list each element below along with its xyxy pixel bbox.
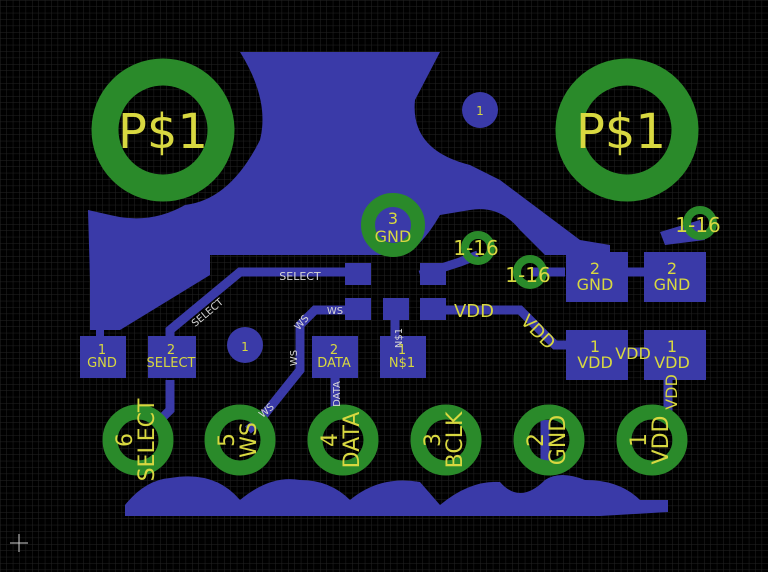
smd-pad-6-num: 2	[667, 259, 677, 278]
smd-pad-6[interactable]	[644, 252, 706, 302]
header-pin-5-ring[interactable]	[204, 404, 276, 476]
small-via-left-label: 1	[241, 340, 249, 354]
header-pin-1-net: VDD	[649, 416, 674, 465]
small-via-left[interactable]	[227, 327, 263, 363]
smd-pad-8-net: VDD	[654, 353, 690, 372]
small-via-top[interactable]	[462, 92, 498, 128]
smd-pad-5-num: 2	[590, 259, 600, 278]
header-pin-2-num: 2	[524, 433, 549, 447]
mount-hole-right-ring[interactable]	[555, 58, 699, 202]
smd-pad-1-net: GND	[87, 356, 117, 371]
header-pin-2-net: GND	[546, 415, 571, 465]
smd-pad-1-num: 1	[98, 343, 106, 358]
header-pin-1-ring[interactable]	[616, 404, 688, 476]
gnd-via-ring[interactable]	[361, 193, 425, 257]
trace-label-vdd-h: VDD	[454, 301, 494, 322]
trace-label-n1-vert: N$1	[394, 328, 405, 348]
mount-hole-left-ring[interactable]	[91, 58, 235, 202]
header-pin-1-num: 1	[627, 433, 652, 447]
header-pin-4-ring[interactable]	[307, 404, 379, 476]
smd-pad-2-net: SELECT	[147, 356, 196, 371]
smd-pad-5[interactable]	[566, 252, 628, 302]
smd-pad-6-net: GND	[654, 275, 691, 294]
via-ring-2[interactable]	[513, 255, 547, 289]
smd-pad-3-net: DATA	[317, 356, 351, 371]
smd-pad-8[interactable]	[644, 330, 706, 380]
trace-label-ws-top: WS	[327, 306, 343, 317]
smd-pad-7[interactable]	[566, 330, 628, 380]
header-pin-5-num: 5	[215, 433, 240, 447]
header-pin-6-ring[interactable]	[102, 404, 174, 476]
smd-pad-1[interactable]	[80, 336, 126, 378]
mount-hole-left-label: P$1	[118, 104, 208, 160]
small-via-top-label: 1	[476, 104, 484, 118]
header-pin-6-net: SELECT	[135, 398, 160, 481]
smd-pad-7-num: 1	[590, 337, 600, 356]
gnd-via-num: 3	[388, 209, 398, 228]
via-label-3: 1-16	[675, 213, 720, 237]
header-pin-6-num: 6	[113, 433, 138, 447]
header-pin-3-net: BCLK	[443, 411, 468, 468]
mount-hole-right-label: P$1	[576, 104, 666, 160]
smd-pad-7-net: VDD	[577, 353, 613, 372]
via-ring-3[interactable]	[683, 206, 717, 240]
via-label-2: 1-16	[505, 263, 550, 287]
smd-pad-2-num: 2	[167, 343, 175, 358]
trace-label-vdd-vert: VDD	[662, 374, 681, 410]
header-pin-3-ring[interactable]	[410, 404, 482, 476]
trace-label-vdd-mid: VDD	[615, 344, 651, 363]
header-pin-4-net: DATA	[340, 412, 365, 469]
trace-label-data-vert: DATA	[332, 381, 343, 407]
smd-pad-3[interactable]	[312, 336, 358, 378]
header-pin-5-net: WS	[237, 422, 262, 458]
smd-pad-2[interactable]	[148, 336, 196, 378]
smd-pad-4-num: 1	[398, 343, 406, 358]
origin-crosshair-icon	[10, 534, 28, 552]
smd-pad-5-net: GND	[577, 275, 614, 294]
smd-pad-4-net: N$1	[389, 356, 415, 371]
smd-pad-3-num: 2	[330, 343, 338, 358]
header-pin-2-ring[interactable]	[513, 404, 585, 476]
smd-pad-8-num: 1	[667, 337, 677, 356]
via-ring-1[interactable]	[461, 231, 495, 265]
header-pin-4-num: 4	[318, 433, 343, 447]
trace-label-select-h: SELECT	[279, 270, 321, 283]
gnd-via-net: GND	[375, 227, 412, 246]
via-label-1: 1-16	[453, 236, 498, 260]
smd-pad-4[interactable]	[380, 336, 426, 378]
trace-label-ws-vert: WS	[289, 350, 300, 366]
header-pin-3-num: 3	[421, 433, 446, 447]
